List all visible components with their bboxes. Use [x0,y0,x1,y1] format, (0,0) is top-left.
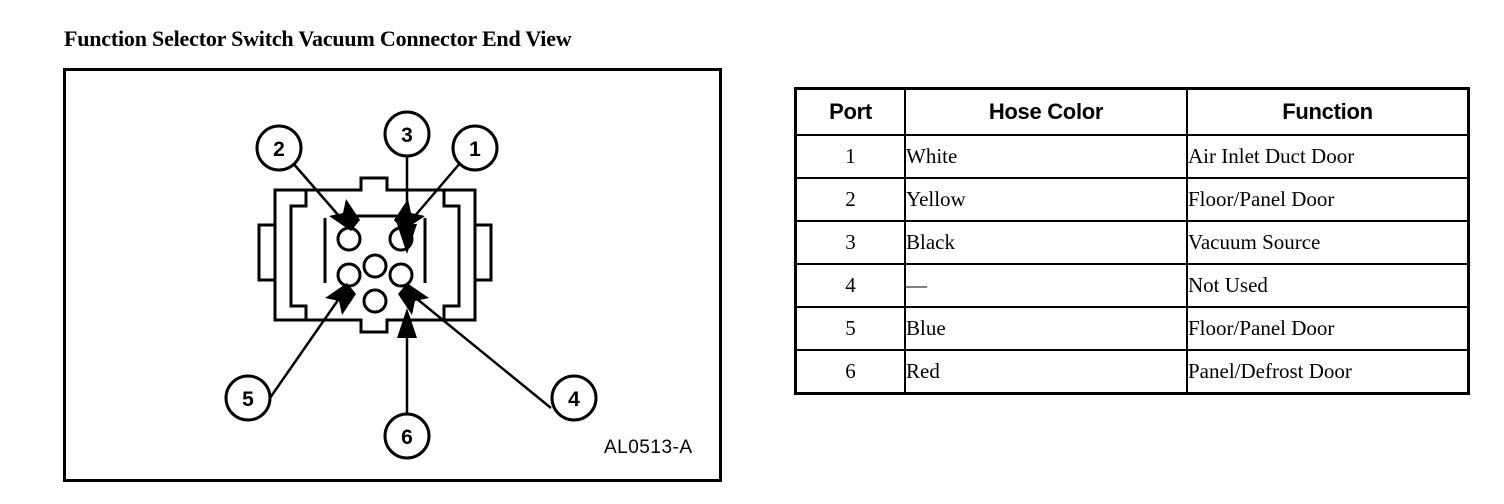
cell-function: Vacuum Source [1186,220,1469,265]
page-title: Function Selector Switch Vacuum Connecto… [64,26,572,51]
cell-port: 4 [795,263,906,308]
cell-port: 6 [795,349,906,394]
cell-function: Air Inlet Duct Door [1186,134,1469,179]
connector-end-view-illustration: 2 3 1 5 6 4 [224,110,598,460]
port-holes [336,226,414,314]
svg-text:3: 3 [401,124,413,147]
port-hole-6 [362,288,388,314]
connector-left-tab [257,223,275,282]
cell-hose-color: Red [904,349,1188,394]
callout-3: 3 [383,110,431,158]
table-row: 4 — Not Used [795,263,1469,308]
callout-4: 4 [550,374,598,422]
callout-arrowheads [325,199,429,338]
table-row: 5 Blue Floor/Panel Door [795,306,1469,351]
port-reference-table-panel: Port Hose Color Function 1 White Air Inl… [794,87,1470,395]
table-row: 3 Black Vacuum Source [795,220,1469,265]
cell-function: Panel/Defrost Door [1186,349,1469,394]
column-header-port: Port [795,88,906,136]
svg-text:2: 2 [273,138,285,161]
svg-text:6: 6 [401,426,413,449]
cell-port: 3 [795,220,906,265]
port-reference-table: Port Hose Color Function 1 White Air Inl… [794,87,1470,395]
cell-hose-color: White [904,134,1188,179]
callout-2: 2 [255,124,303,172]
port-hole-5 [336,262,362,288]
cell-function: Floor/Panel Door [1186,177,1469,222]
table-row: 2 Yellow Floor/Panel Door [795,177,1469,222]
port-hole-3 [362,253,388,279]
connector-inner-bracket [289,190,461,320]
cell-port: 1 [795,134,906,179]
table-row: 6 Red Panel/Defrost Door [795,349,1469,394]
cell-hose-color: Blue [904,306,1188,351]
table-header-row: Port Hose Color Function [795,88,1469,136]
cell-hose-color: — [904,263,1188,308]
cell-function: Floor/Panel Door [1186,306,1469,351]
table-row: 1 White Air Inlet Duct Door [795,134,1469,179]
cell-port: 5 [795,306,906,351]
cell-hose-color: Yellow [904,177,1188,222]
svg-text:5: 5 [242,388,254,411]
table-body: 1 White Air Inlet Duct Door 2 Yellow Flo… [795,134,1469,394]
callout-6: 6 [383,412,431,460]
cell-port: 2 [795,177,906,222]
callout-bubbles: 2 3 1 5 6 4 [224,110,598,460]
port-hole-2 [336,226,362,252]
svg-text:4: 4 [568,388,580,411]
svg-text:1: 1 [469,138,481,161]
cell-hose-color: Black [904,220,1188,265]
cell-function: Not Used [1186,263,1469,308]
connector-outer-shell [273,176,477,334]
column-header-hose-color: Hose Color [904,88,1188,136]
callout-5: 5 [224,374,272,422]
diagram-panel: Function Selector Switch Vacuum Connecto… [63,26,722,482]
connector-right-tab [475,223,493,282]
callout-1: 1 [451,124,499,172]
port-hole-4 [388,262,414,288]
reference-code: AL0513-A [604,437,693,458]
column-header-function: Function [1186,88,1469,136]
